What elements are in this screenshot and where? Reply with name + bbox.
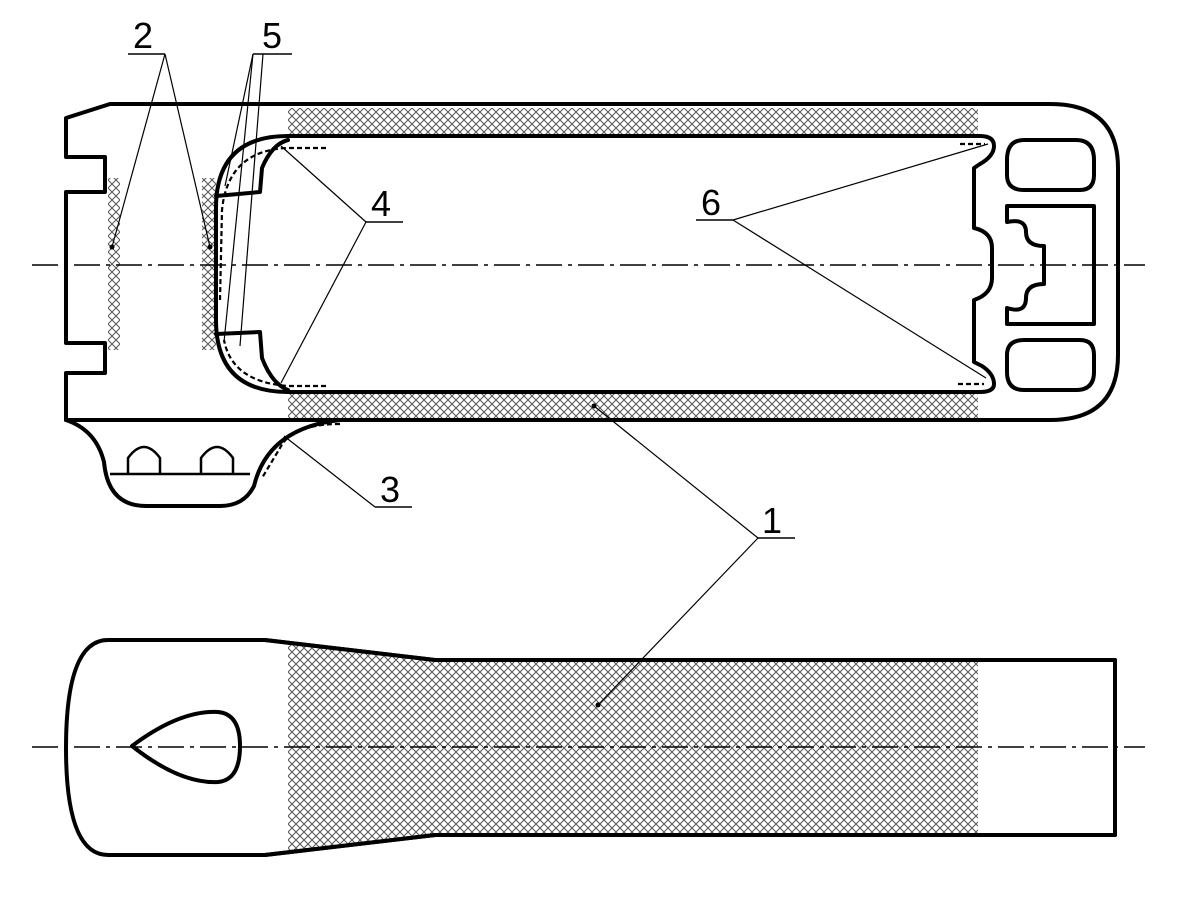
callout-2-dot-b (207, 244, 213, 250)
wear-line-lug (261, 422, 341, 479)
callout-label-5: 5 (262, 15, 282, 56)
callout-4-leader-a (280, 145, 367, 223)
callout-2-dot-a (109, 244, 115, 250)
callout-1-dot-a (591, 403, 597, 409)
oval-hole (130, 709, 242, 785)
side-view (32, 638, 1145, 857)
callout-label-1: 1 (762, 500, 782, 541)
leaders (109, 53, 989, 708)
callout-labels: 1 2 3 4 5 6 (133, 15, 782, 541)
hatch-left-edge (108, 178, 120, 350)
hatch-bottom-strip (288, 392, 978, 418)
callout-label-4: 4 (371, 183, 391, 224)
lug-hole-left (126, 445, 162, 474)
callout-5-leader-c (239, 53, 264, 347)
callout-2-leader-a (111, 53, 166, 248)
hatch-top-strip (288, 108, 978, 136)
callout-6-leader-b (732, 219, 987, 379)
end-window-middle (1005, 204, 1096, 326)
hatch-wall-edge (202, 178, 216, 350)
slot-window (214, 134, 996, 394)
callout-1-dot-b (595, 702, 601, 708)
top-view-outline (64, 102, 1120, 422)
callout-5-leader-b (223, 53, 254, 343)
callout-label-3: 3 (380, 469, 400, 510)
callout-5-leader-a (224, 53, 254, 187)
bottom-lug (64, 418, 342, 508)
top-view (32, 102, 1145, 508)
callout-6-leader-a (732, 143, 989, 221)
hook-upper (214, 138, 290, 198)
callout-label-6: 6 (701, 182, 721, 223)
callout-label-2: 2 (133, 15, 153, 56)
hook-lower (214, 330, 290, 392)
lug-hole-right (199, 445, 235, 474)
end-window-bottom (1005, 338, 1096, 392)
callout-1-leader-a (593, 405, 759, 539)
callout-2-leader-b (164, 53, 211, 248)
end-window-top (1005, 138, 1096, 192)
callout-4-leader-b (280, 221, 367, 384)
wear-line-lower (222, 339, 326, 388)
callout-1-leader-b (597, 537, 759, 706)
callout-3-leader (283, 435, 376, 508)
